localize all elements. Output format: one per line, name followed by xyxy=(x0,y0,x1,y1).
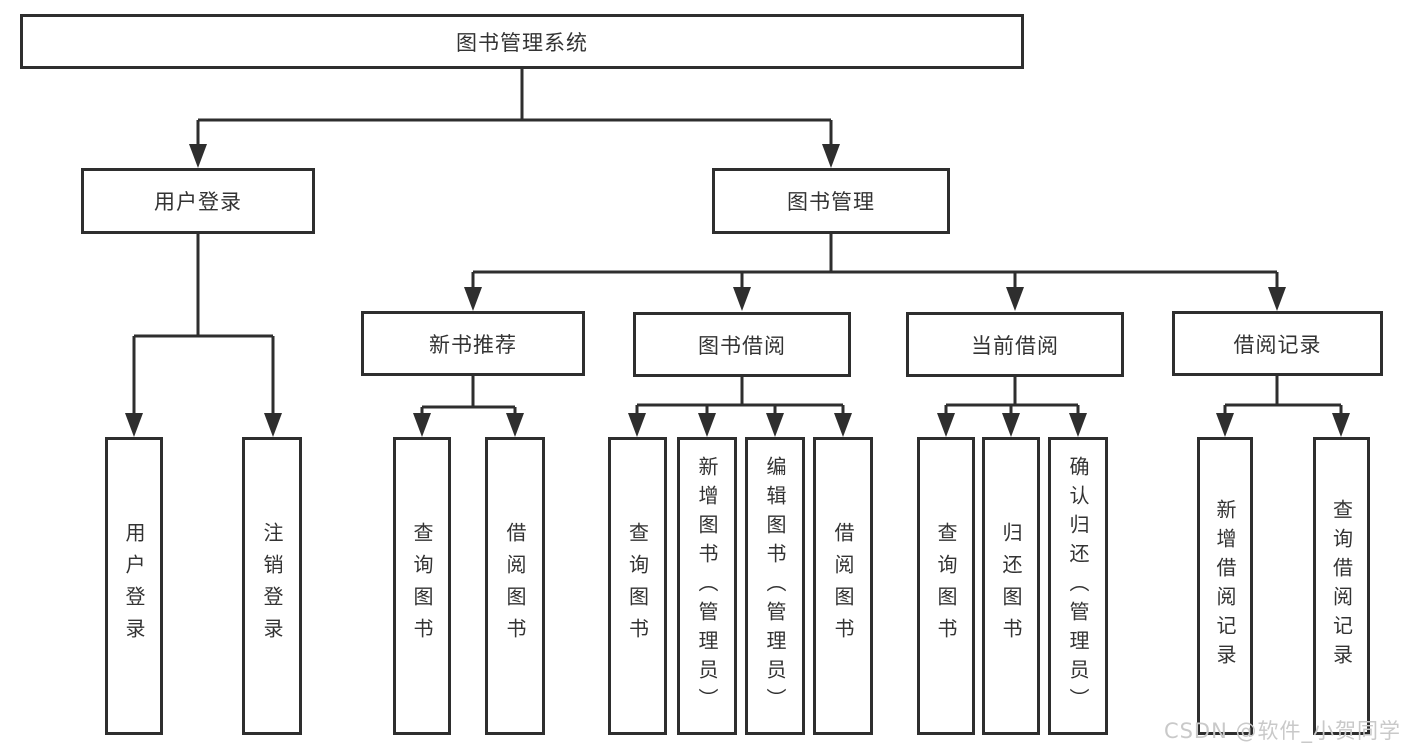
node-new-book-recommend: 新书推荐 xyxy=(361,311,585,376)
leaf-query-book-recommend: 查询图书 xyxy=(393,437,451,735)
leaf-confirm-return-admin: 确认归还（管理员） xyxy=(1048,437,1108,735)
leaf-query-book-current: 查询图书 xyxy=(917,437,975,735)
leaf-logout: 注销登录 xyxy=(242,437,302,735)
connector-book-borrow-to-leaves xyxy=(628,377,852,437)
leaf-borrow-book-recommend: 借阅图书 xyxy=(485,437,545,735)
connector-new-book-to-leaves xyxy=(413,376,524,437)
leaf-return-book: 归还图书 xyxy=(982,437,1040,735)
node-book-borrow: 图书借阅 xyxy=(633,312,851,377)
connector-root-to-level2 xyxy=(189,69,840,168)
leaf-user-login: 用户登录 xyxy=(105,437,163,735)
node-root-library-system: 图书管理系统 xyxy=(20,14,1024,69)
connector-book-management-to-level3 xyxy=(464,234,1286,311)
node-borrow-record: 借阅记录 xyxy=(1172,311,1383,376)
leaf-query-book-borrow: 查询图书 xyxy=(608,437,667,735)
csdn-watermark: CSDN @软件_小贺同学 xyxy=(1163,719,1401,743)
node-current-borrow: 当前借阅 xyxy=(906,312,1124,377)
leaf-query-borrow-record: 查询借阅记录 xyxy=(1313,437,1370,735)
leaf-borrow-book: 借阅图书 xyxy=(813,437,873,735)
connector-user-login-to-leaves xyxy=(125,234,282,437)
node-user-login: 用户登录 xyxy=(81,168,315,234)
leaf-add-borrow-record: 新增借阅记录 xyxy=(1197,437,1253,735)
node-book-management: 图书管理 xyxy=(712,168,950,234)
leaf-edit-book-admin: 编辑图书（管理员） xyxy=(745,437,805,735)
connector-current-borrow-to-leaves xyxy=(937,377,1087,437)
leaf-add-book-admin: 新增图书（管理员） xyxy=(677,437,737,735)
connector-borrow-record-to-leaves xyxy=(1216,376,1350,437)
